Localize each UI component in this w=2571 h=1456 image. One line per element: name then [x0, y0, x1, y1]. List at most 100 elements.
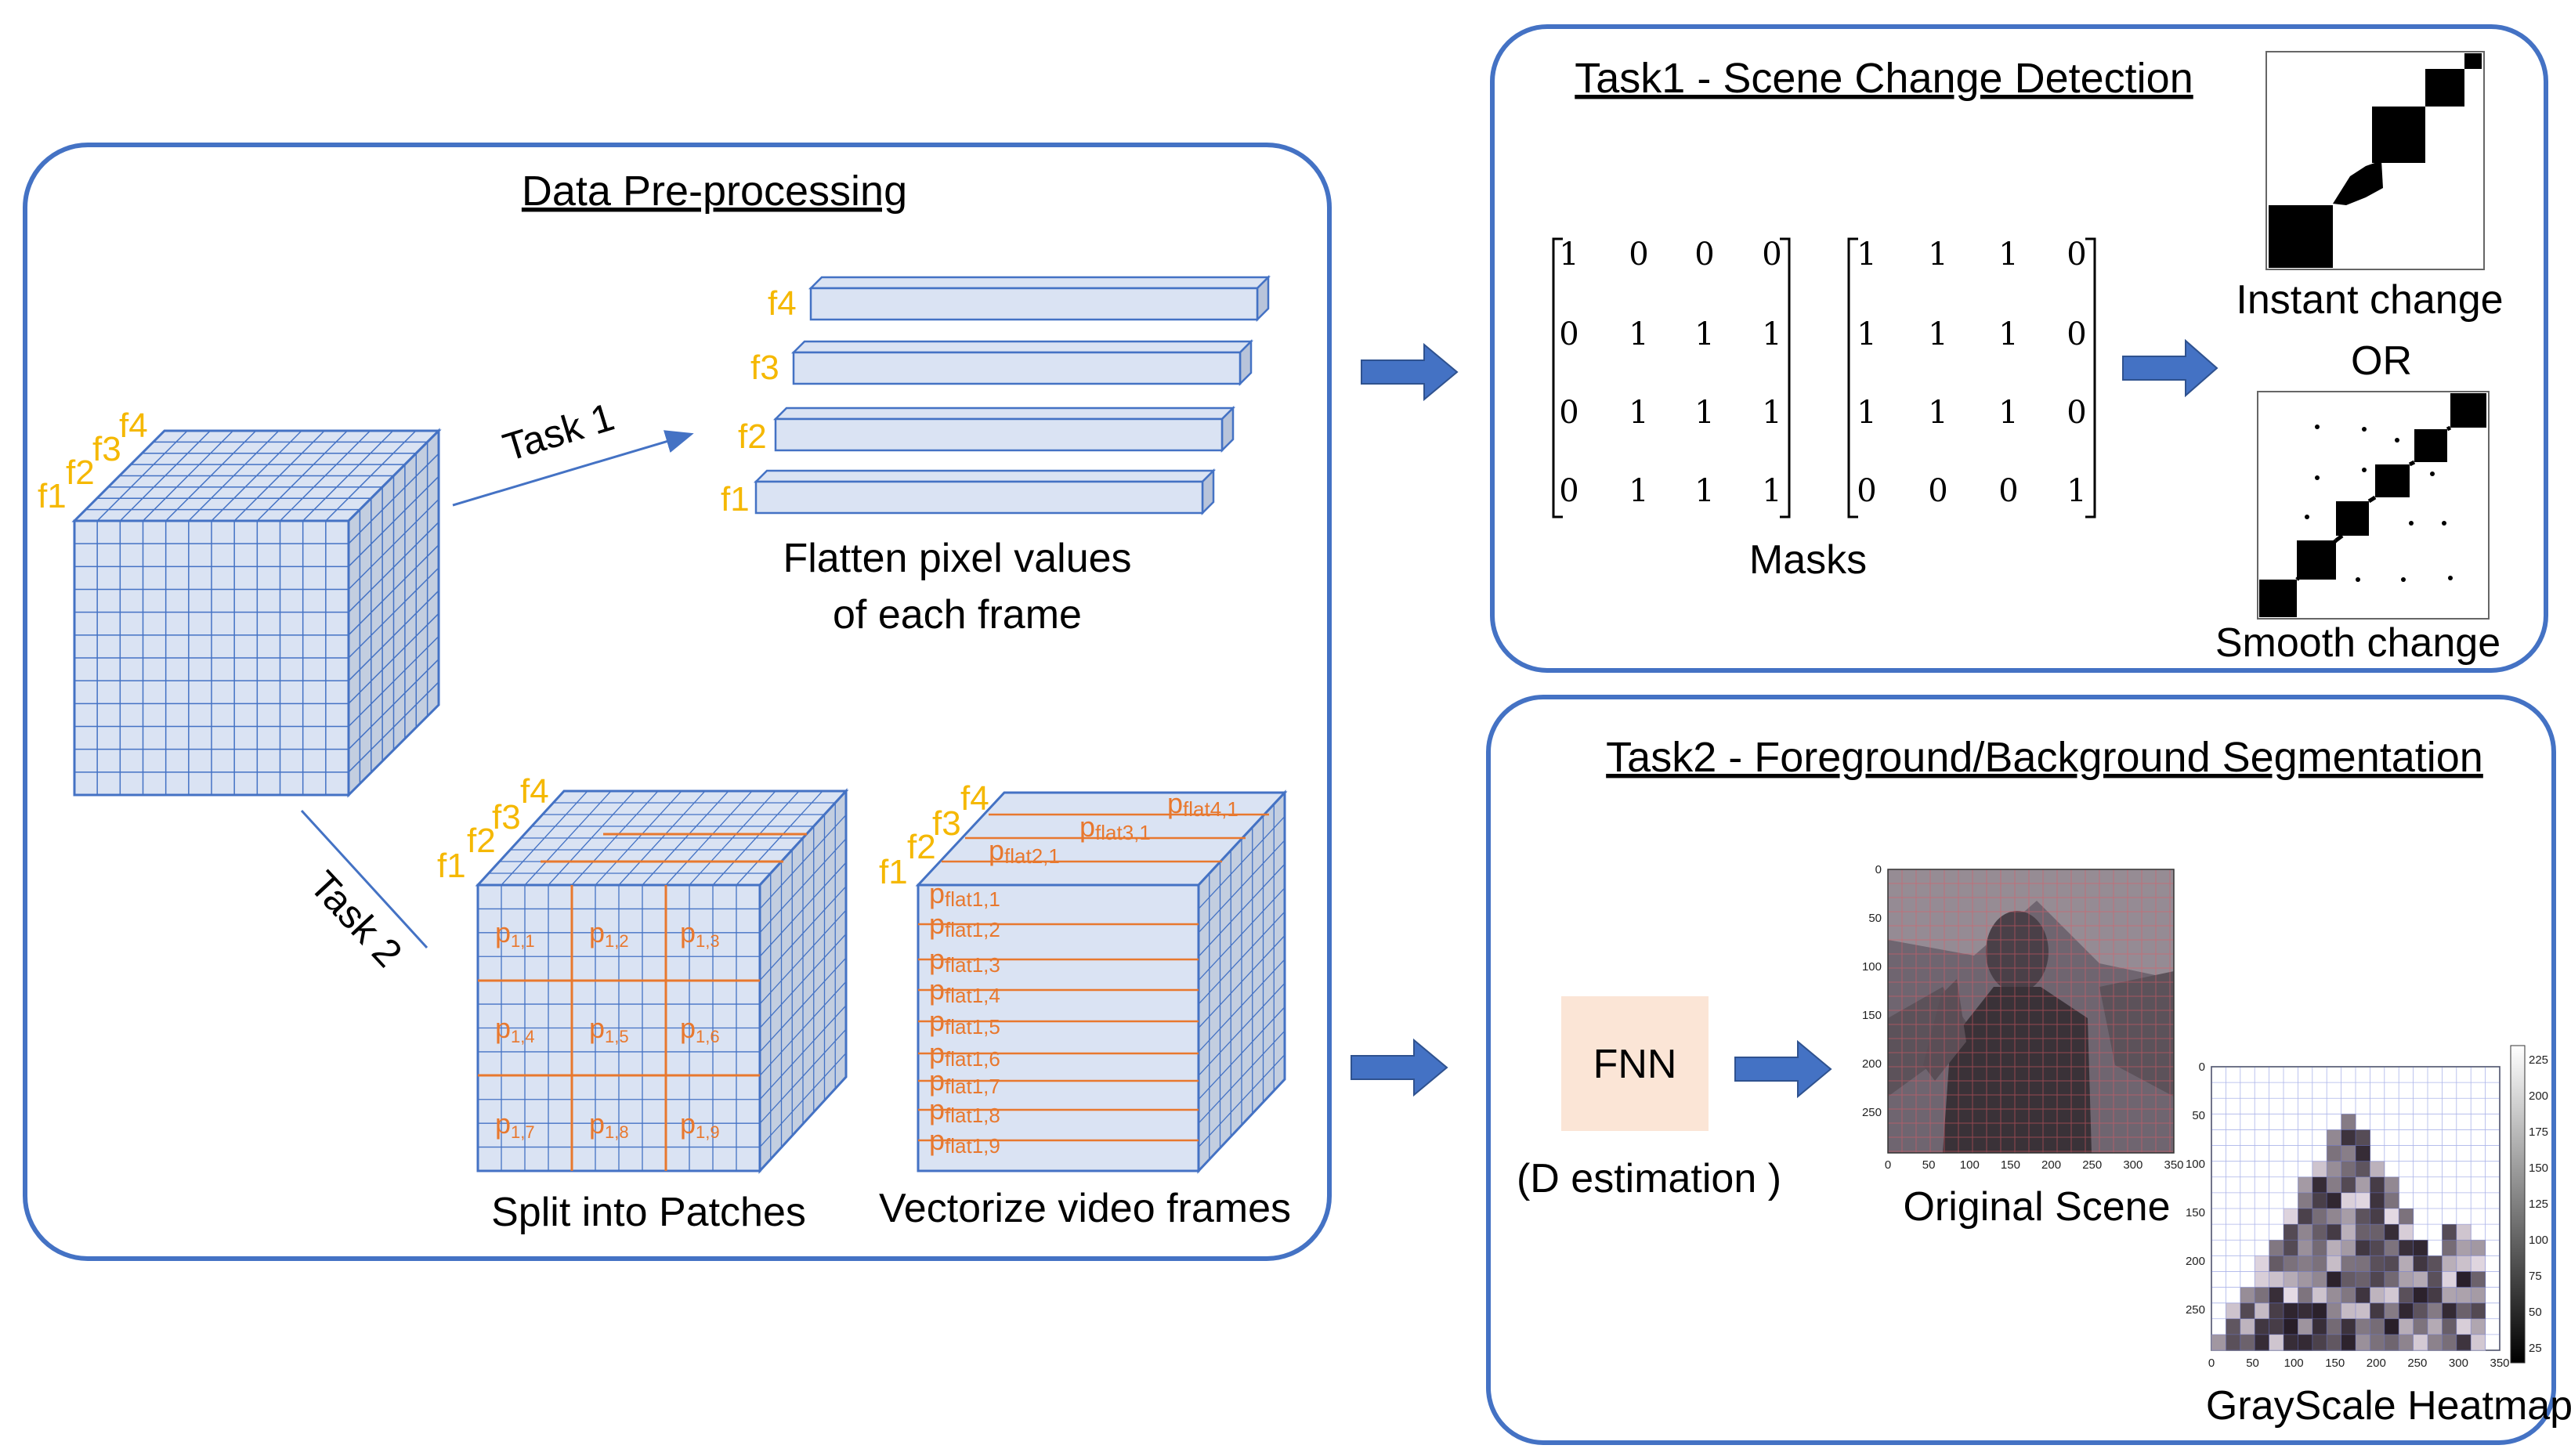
patch-label: p1,6: [680, 1012, 720, 1046]
scene-y-tick: 100: [1862, 960, 1882, 974]
colorbar-tick: 225: [2529, 1053, 2548, 1067]
mask-cell: 0: [2067, 316, 2086, 352]
smooth-change-matrix: [2257, 391, 2490, 620]
mask-cell: 1: [1857, 237, 1876, 273]
task2-title: Task2 - Foreground/Background Segmentati…: [1606, 734, 2483, 781]
bar-label-f3: f3: [750, 349, 779, 387]
task2-line: [300, 809, 428, 949]
patch-label: p1,7: [495, 1107, 535, 1142]
mask-cell: 1: [1857, 316, 1876, 352]
flatten-caption-line1: Flatten pixel values: [783, 536, 1131, 581]
heatmap-x-tick: 150: [2325, 1357, 2345, 1370]
flat-label: pflat1,6: [929, 1037, 1000, 1071]
mask-cell: 1: [1998, 316, 2018, 352]
task1-arrow: [452, 430, 694, 507]
bar-label-f1: f1: [721, 480, 750, 518]
frame-label-f2: f2: [66, 453, 95, 492]
mask-cell: 0: [1629, 237, 1648, 273]
patch-frame-f3: f3: [492, 798, 521, 836]
task1-panel: [1490, 24, 2548, 673]
flat-label: pflat1,9: [929, 1124, 1000, 1158]
mask-cell: 1: [1694, 316, 1714, 352]
scene-x-tick: 50: [1922, 1158, 1936, 1172]
mask-cell: 0: [1694, 237, 1714, 273]
patch-label: p1,5: [589, 1012, 629, 1046]
frame-label-f1: f1: [38, 477, 67, 515]
vector-frame-f2: f2: [907, 828, 936, 866]
flatten-bars: [753, 274, 1271, 516]
flat-label: pflat1,1: [929, 877, 1000, 911]
colorbar-tick: 100: [2529, 1234, 2548, 1247]
vector-frame-f3: f3: [932, 804, 961, 843]
mask-cell: 1: [1762, 316, 1781, 352]
mask-cell: 1: [1694, 473, 1714, 509]
mask-cell: 1: [1762, 395, 1781, 431]
mask-cell: 0: [1857, 473, 1876, 509]
mask-cell: 1: [1629, 316, 1648, 352]
instant-caption: Instant change: [2236, 277, 2503, 323]
patch-cube: [475, 788, 849, 1174]
flatten-frame-labels: f4 f3 f2 f1: [721, 284, 797, 518]
scene-y-tick: 250: [1862, 1106, 1882, 1119]
arrow-masks-to-result: [2122, 338, 2218, 398]
scene-x-tick: 350: [2164, 1158, 2183, 1172]
bar-label-f2: f2: [738, 417, 767, 456]
colorbar-tick: 125: [2529, 1198, 2548, 1211]
flat-label: pflat1,3: [929, 943, 1000, 977]
mask-cell: 1: [1928, 237, 1947, 273]
heatmap-x-tick: 350: [2490, 1357, 2509, 1370]
mask-cell: 1: [1998, 395, 2018, 431]
heatmap-x-tick: 200: [2367, 1357, 2386, 1370]
heatmap-y-tick: 50: [2192, 1109, 2205, 1122]
scene-y-tick: 50: [1868, 912, 1882, 925]
scene-x-tick: 150: [2001, 1158, 2020, 1172]
heatmap-caption: GrayScale Heatmap: [2206, 1383, 2571, 1429]
flat-top-label: pflat2,1: [989, 834, 1060, 868]
patch-frame-f1: f1: [437, 847, 466, 885]
heatmap-y-tick: 200: [2186, 1255, 2205, 1268]
flat-top-label: pflat3,1: [1079, 811, 1151, 844]
video-cube: [71, 428, 442, 798]
scene-y-tick: 150: [1862, 1009, 1882, 1022]
patch-frame-f4: f4: [520, 772, 549, 811]
frame-label-f3: f3: [92, 430, 121, 468]
scene-x-tick: 0: [1885, 1158, 1891, 1172]
fnn-box: [1561, 996, 1709, 1131]
preprocessing-title: Data Pre-processing: [522, 168, 907, 215]
arrow-to-task1: [1361, 342, 1459, 402]
flatten-caption-line2: of each frame: [833, 592, 1082, 638]
mask-cell: 1: [1998, 237, 2018, 273]
heatmap-y-tick: 150: [2186, 1206, 2205, 1219]
colorbar-tick: 200: [2529, 1089, 2548, 1103]
vectorize-cube-frame-labels: f1 f2 f3 f4: [879, 779, 989, 891]
colorbar-tick: 50: [2529, 1306, 2542, 1319]
heatmap-y-tick: 100: [2186, 1158, 2205, 1171]
flat-label: pflat1,2: [929, 908, 1000, 941]
scene-x-tick: 300: [2123, 1158, 2142, 1172]
vectorize-caption: Vectorize video frames: [879, 1186, 1291, 1231]
arrow-to-task2: [1351, 1038, 1448, 1097]
task1-label: Task 1: [498, 395, 620, 470]
patch-label: p1,1: [495, 916, 535, 951]
task2-label: Task 2: [302, 862, 411, 975]
patch-label: p1,3: [680, 916, 720, 951]
original-caption: Original Scene: [1903, 1184, 2170, 1230]
instant-change-matrix: [2265, 51, 2485, 270]
mask-cell: 1: [1559, 237, 1578, 273]
mask-cell: 1: [1694, 395, 1714, 431]
mask-cell: 0: [1559, 316, 1578, 352]
preprocessing-panel: [23, 143, 1332, 1261]
big-cube-frame-labels: f1 f2 f3 f4: [38, 406, 148, 515]
vector-frame-f1: f1: [879, 853, 908, 891]
mask-cell: 1: [1629, 395, 1648, 431]
heatmap-x-tick: 0: [2208, 1357, 2215, 1370]
flat-label: pflat1,4: [929, 974, 1000, 1007]
bar-label-f4: f4: [768, 284, 797, 323]
mask-cell: 0: [1559, 395, 1578, 431]
heatmap-x-tick: 100: [2284, 1357, 2304, 1370]
patch-cube-frame-labels: f1 f2 f3 f4: [437, 772, 549, 885]
